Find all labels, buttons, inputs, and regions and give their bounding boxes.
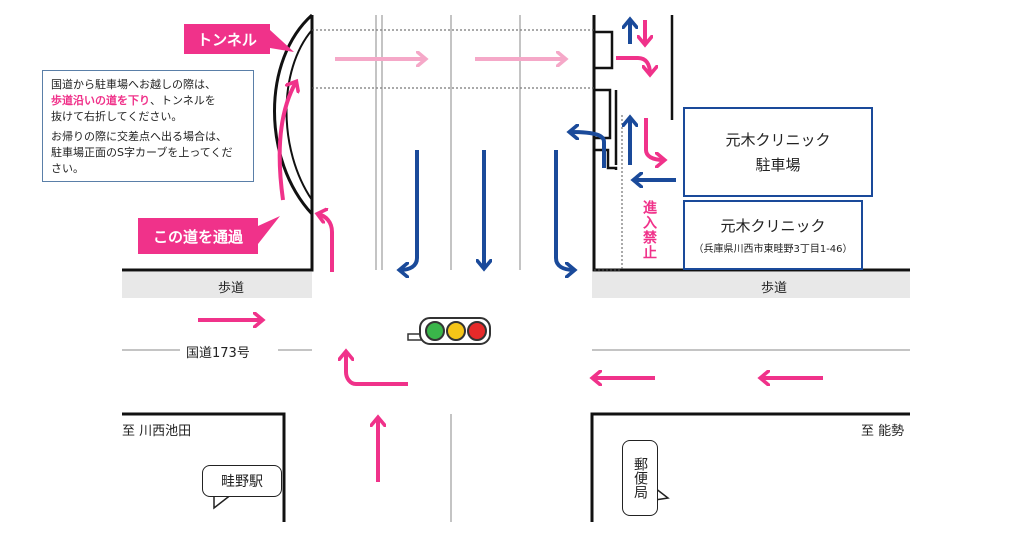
route-arrow-turn: [346, 352, 408, 386]
no-entry-label: 進入禁止: [641, 200, 657, 260]
sidewalk-left-label: 歩道: [218, 281, 245, 296]
sidewalk-right: [592, 272, 910, 298]
this-road-label: この道を通過: [138, 218, 258, 254]
clinic-address: （兵庫県川西市東畦野3丁目1-46）: [693, 244, 853, 255]
station-bubble: 畦野駅: [202, 465, 282, 497]
route-arrow-into-parking-2: [644, 118, 664, 160]
sidewalk-right-label: 歩道: [761, 281, 788, 296]
route-arrow-into-parking-1: [616, 56, 650, 74]
info-highlight: 歩道沿いの道を下り: [51, 94, 150, 107]
road-edges: [122, 13, 910, 522]
tunnel-label: トンネル: [184, 24, 270, 54]
clinic-parking-box: 元木クリニック 駐車場: [683, 107, 873, 197]
tunnel-lines: [312, 29, 622, 271]
to-kawanishi-label: 至 川西池田: [122, 424, 192, 439]
blue-arrow-right-turn: [554, 150, 574, 270]
info-line-1: 国道から駐車場へお越しの際は、: [51, 78, 216, 91]
clinic-name: 元木クリニック: [720, 217, 826, 235]
traffic-light-icon: [407, 317, 491, 345]
clinic-box: 元木クリニック （兵庫県川西市東畦野3丁目1-46）: [683, 200, 863, 270]
route-arrow-from-road: [318, 214, 334, 272]
info-line-5: 駐車場正面のS字カーブを上ってくだ: [51, 146, 233, 159]
to-nose-label: 至 能勢: [861, 424, 905, 439]
parking-label: 駐車場: [755, 156, 801, 174]
sidewalk-left: [122, 272, 312, 298]
post-office-label: 郵便局: [632, 457, 648, 499]
post-office-bubble: 郵便局: [622, 440, 658, 516]
info-line-4: お帰りの際に交差点へ出る場合は、: [51, 130, 227, 143]
tunnel-label-tail: [270, 30, 294, 52]
info-box: 国道から駐車場へお越しの際は、 歩道沿いの道を下り、トンネルを 抜けて右折してく…: [42, 70, 254, 182]
blue-arrow-left-turn: [400, 150, 419, 270]
info-line-3: 抜けて右折してください。: [51, 110, 183, 123]
route-arrow-up-curve: [277, 82, 296, 201]
national-road-label: 国道173号: [186, 346, 250, 361]
blue-arrow-exit: [570, 132, 606, 168]
info-line-2: 、トンネルを: [150, 94, 216, 107]
info-line-6: さい。: [51, 162, 84, 175]
road-label-tail: [258, 216, 280, 244]
parking-clinic-name: 元木クリニック: [725, 131, 831, 149]
